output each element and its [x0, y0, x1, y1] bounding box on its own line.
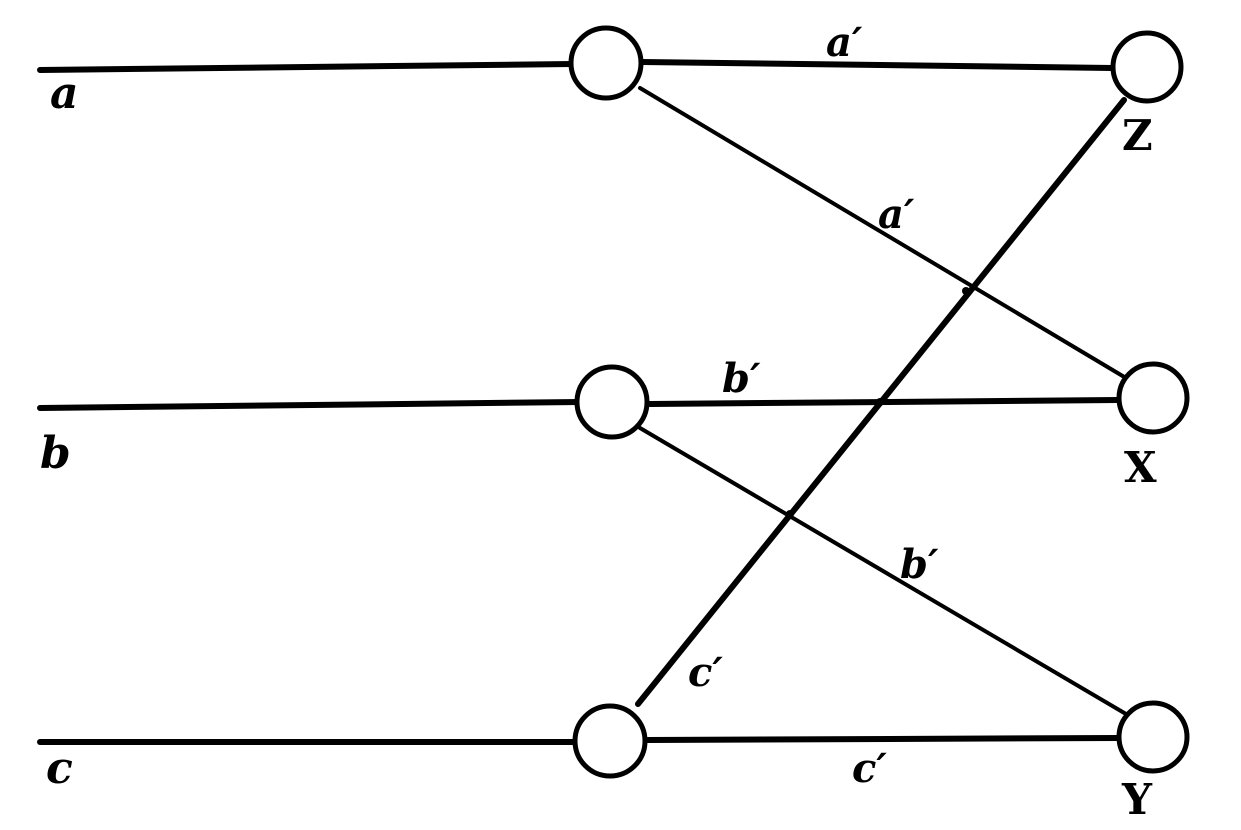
input-line-a [37, 61, 575, 73]
label-wire-b-diag: b′ [900, 541, 939, 588]
node-c [572, 703, 648, 779]
line-c-to-y [645, 735, 1121, 743]
junction-dot [786, 510, 794, 518]
line-a-to-z [639, 59, 1115, 71]
label-output-x: X [1124, 443, 1157, 492]
label-input-b: b [40, 428, 71, 479]
node-b [574, 364, 650, 440]
label-input-c: c [46, 743, 73, 794]
label-output-y: Y [1121, 775, 1153, 824]
node-x [1116, 361, 1190, 435]
node-a [568, 25, 644, 101]
label-wire-b-mid: b′ [722, 355, 761, 402]
junction-dot [876, 398, 884, 406]
label-wire-a-diag: a′ [878, 191, 915, 238]
line-b-to-y [638, 426, 1128, 716]
junction-dot [962, 287, 970, 295]
input-line-b [37, 399, 583, 411]
line-a-to-x [638, 86, 1128, 380]
label-input-a: a [50, 68, 79, 119]
label-output-z: Z [1122, 111, 1153, 160]
node-z [1110, 30, 1184, 104]
node-y [1116, 700, 1190, 774]
label-wire-c-diag: c′ [688, 649, 723, 696]
label-wire-c-bottom: c′ [852, 745, 887, 792]
label-wire-a-top: a′ [826, 19, 863, 66]
